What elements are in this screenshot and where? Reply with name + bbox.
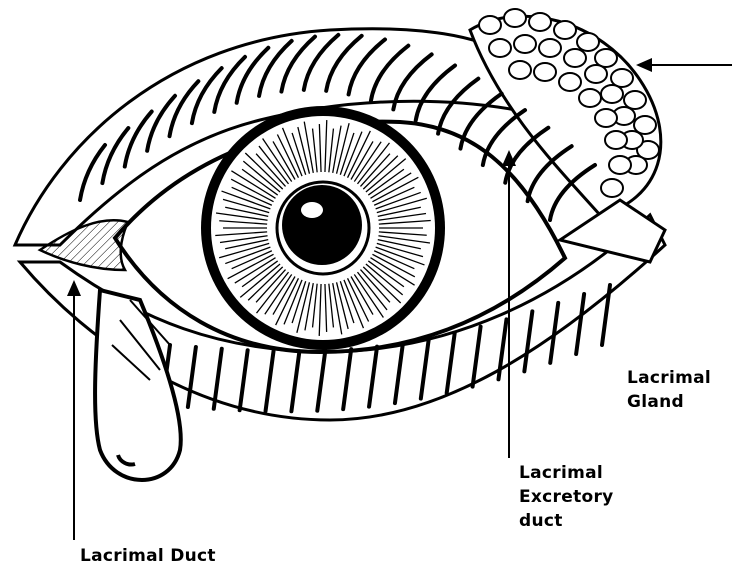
- pupil-highlight: [301, 202, 323, 218]
- label-excretory-line1: Lacrimal: [519, 461, 614, 485]
- label-lacrimal-duct: Lacrimal Duct: [80, 544, 216, 568]
- label-gland-line2: Gland: [627, 390, 711, 414]
- pointer-gland: [636, 58, 732, 72]
- pupil: [282, 185, 362, 265]
- label-excretory-line2: Excretory: [519, 485, 614, 509]
- label-excretory-line3: duct: [519, 509, 614, 533]
- lateral-lid-fold: [560, 200, 665, 262]
- label-lacrimal-gland: Lacrimal Gland: [627, 366, 711, 414]
- label-excretory-duct: Lacrimal Excretory duct: [519, 461, 614, 533]
- label-gland-line1: Lacrimal: [627, 366, 711, 390]
- tear-drop: [95, 290, 181, 480]
